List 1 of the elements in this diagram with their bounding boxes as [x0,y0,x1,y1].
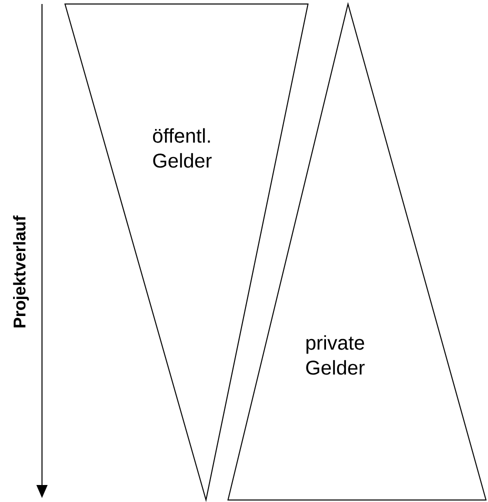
arrow-label: Projektverlauf [13,216,29,328]
